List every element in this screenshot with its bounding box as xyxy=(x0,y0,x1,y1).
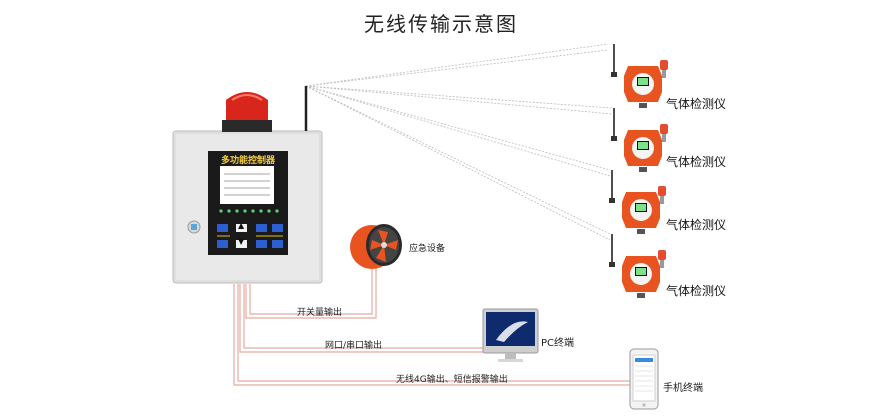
indicator-leds xyxy=(219,209,279,213)
diagram-title: 无线传输示意图 xyxy=(364,12,518,36)
fan-label: 应急设备 xyxy=(409,244,446,254)
detector-label-1: 气体检测仪 xyxy=(666,97,727,111)
network-output-label: 网口/串口输出 xyxy=(325,341,383,351)
pc-terminal-label: PC终端 xyxy=(541,338,575,349)
detector-label-4: 气体检测仪 xyxy=(666,284,727,298)
output-wires xyxy=(233,262,630,386)
phone-icon xyxy=(629,348,659,410)
wireless-signal-lines xyxy=(305,43,613,241)
fan-icon xyxy=(350,224,402,269)
wireless-output-label: 无线4G输出、短信报警输出 xyxy=(396,375,508,385)
up-button-glyph: ▲ xyxy=(238,221,245,230)
gas-detector-icon xyxy=(609,170,666,234)
phone-terminal-label: 手机终端 xyxy=(663,383,703,394)
alarm-lamp-icon xyxy=(226,92,268,120)
lcd-display xyxy=(220,166,274,204)
pc-terminal-icon xyxy=(482,308,539,362)
switch-output-label: 开关量输出 xyxy=(297,308,343,318)
gas-detector-icon xyxy=(611,108,668,172)
controller-panel-title: 多功能控制器 xyxy=(220,156,275,166)
alarm-lamp-base xyxy=(222,120,272,132)
gas-detector-icon xyxy=(611,44,668,108)
controller-cabinet xyxy=(172,86,323,284)
detector-label-2: 气体检测仪 xyxy=(666,155,727,169)
down-button-glyph: ▼ xyxy=(238,237,245,246)
keypad xyxy=(217,224,283,248)
gas-detector-group xyxy=(609,44,668,298)
detector-label-3: 气体检测仪 xyxy=(666,218,727,232)
gas-detector-icon xyxy=(609,234,666,298)
